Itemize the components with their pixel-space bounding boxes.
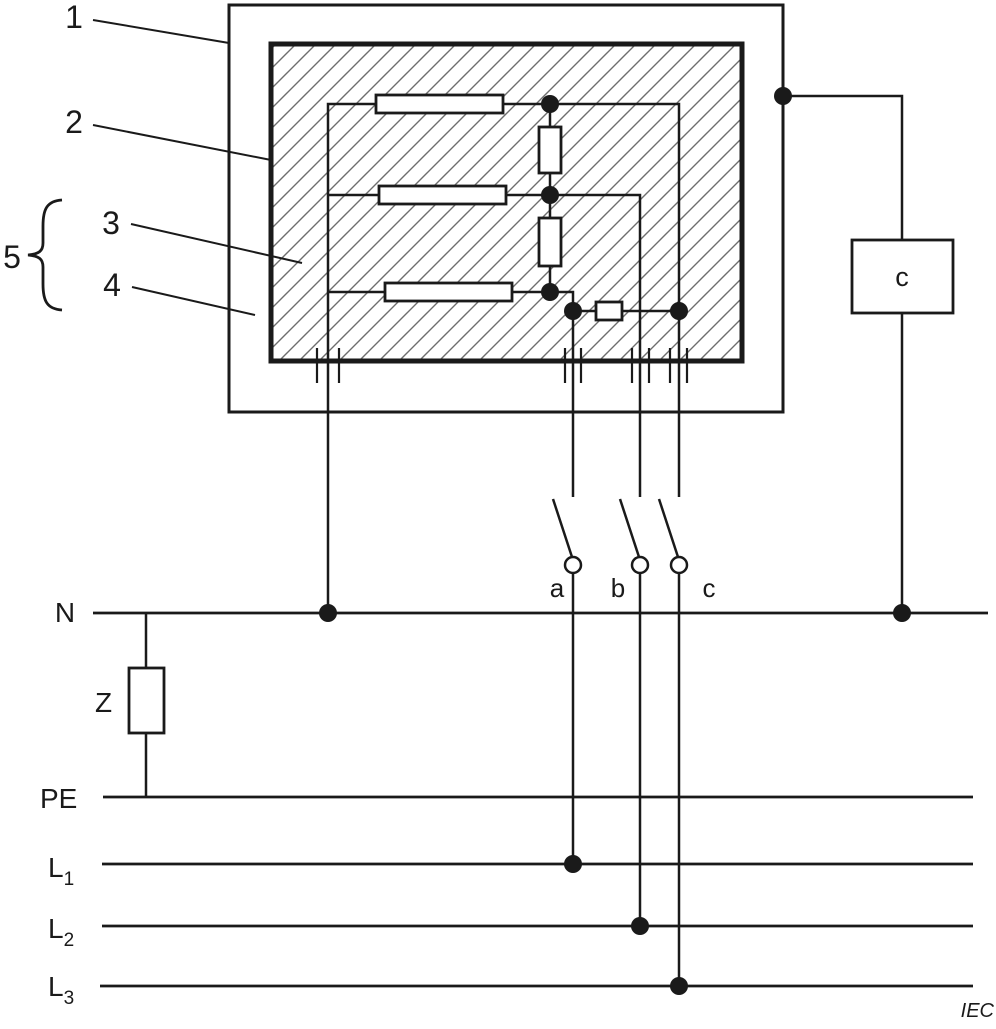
junction-dot-neutral-left — [319, 604, 337, 622]
callout-1-leader — [92, 19, 230, 44]
wire-top-to-switch-c — [550, 102, 681, 497]
bus-pe-label: PE — [40, 783, 77, 814]
bushing-tick-pair-c — [668, 348, 689, 383]
switch-c-blade — [657, 498, 680, 558]
switch-b-contact — [630, 555, 650, 575]
wire-enclosure-to-neutral — [783, 94, 904, 613]
bus-l2-label: L2 — [48, 913, 74, 951]
heating-element-1 — [374, 93, 505, 115]
wire-left-bus — [326, 102, 376, 613]
bus-l1-label: L1 — [48, 852, 74, 890]
iec-mark: IEC — [961, 1000, 995, 1022]
junction-dot-neutral-right — [893, 604, 911, 622]
resistor-vertical-2 — [537, 216, 563, 268]
junction-dot-top — [541, 95, 559, 113]
switch-b-blade — [618, 498, 641, 558]
callout-2-label: 2 — [65, 104, 83, 140]
resistor-vertical-1 — [537, 125, 563, 175]
junction-dot-link-left — [564, 302, 582, 320]
bushing-tick-pair-b — [630, 348, 651, 383]
outer-enclosure-box — [227, 3, 785, 414]
measuring-device-box — [850, 238, 955, 315]
callout-5-label: 5 — [3, 239, 21, 275]
switch-a-contact — [563, 555, 583, 575]
junction-dot-middle — [541, 186, 559, 204]
junction-dot-link-right — [670, 302, 688, 320]
junction-dot-l2 — [631, 917, 649, 935]
measuring-device-label: c — [895, 262, 909, 292]
switch-c-label: c — [703, 573, 716, 603]
junction-dot-l1 — [564, 855, 582, 873]
junction-dot-l3 — [670, 977, 688, 995]
callout-4-leader — [131, 286, 256, 316]
callout-1-label: 1 — [65, 0, 83, 35]
heating-element-2 — [377, 184, 508, 206]
switch-a-blade — [551, 498, 574, 558]
junction-dot-bottom — [541, 283, 559, 301]
bus-l3-label: L3 — [48, 971, 74, 1009]
bushing-tick-pair-left — [315, 348, 341, 383]
bushing-tick-pair-a — [563, 348, 583, 383]
switch-a-label: a — [550, 573, 565, 603]
bus-n-label: N — [55, 597, 75, 628]
callout-3-leader — [130, 223, 303, 264]
callout-5-brace — [27, 198, 63, 312]
callout-2-leader — [92, 124, 272, 161]
callout-4-label: 4 — [103, 267, 121, 303]
switch-c-contact — [669, 555, 689, 575]
switch-b-label: b — [611, 573, 625, 603]
impedance-label: Z — [95, 687, 112, 718]
wire-mid-to-switch-b — [550, 193, 642, 497]
resistor-small-link — [594, 300, 624, 322]
impedance-box — [127, 666, 166, 735]
callout-3-label: 3 — [102, 205, 120, 241]
heating-element-3 — [383, 281, 514, 303]
insulation-hatched-box — [268, 41, 745, 364]
